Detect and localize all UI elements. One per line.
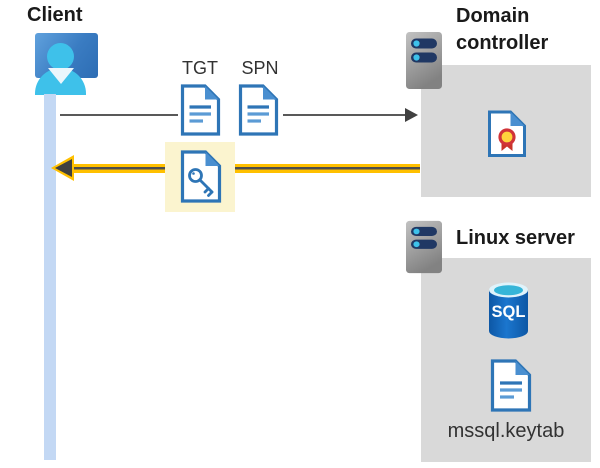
spn-label: SPN [241, 58, 279, 78]
arrow-left-icon [55, 159, 72, 177]
certificate-icon [488, 110, 526, 157]
tgt-label: TGT [182, 58, 218, 78]
tgt-document-icon [180, 84, 221, 136]
key-document-icon [180, 150, 222, 203]
request-arrow-line-left [60, 114, 178, 116]
spn-document-icon [238, 84, 279, 136]
client-label: Client [27, 4, 83, 26]
server-icon-linux [406, 220, 442, 274]
domain-controller-label: Domain controller [456, 5, 549, 54]
linux-server-label: Linux server [456, 227, 575, 249]
keytab-document-icon [490, 359, 532, 412]
user-icon [47, 43, 74, 70]
server-icon [406, 32, 442, 89]
sql-icon-label: SQL [492, 303, 526, 321]
arrow-right-icon [405, 108, 418, 122]
user-icon-collar [48, 68, 74, 84]
client-timeline-bar [44, 94, 56, 460]
sql-database-icon: SQL [489, 282, 528, 339]
request-arrow-line-right [283, 114, 405, 116]
response-arrow-line [62, 164, 420, 173]
keytab-filename-label: mssql.keytab [447, 420, 565, 442]
